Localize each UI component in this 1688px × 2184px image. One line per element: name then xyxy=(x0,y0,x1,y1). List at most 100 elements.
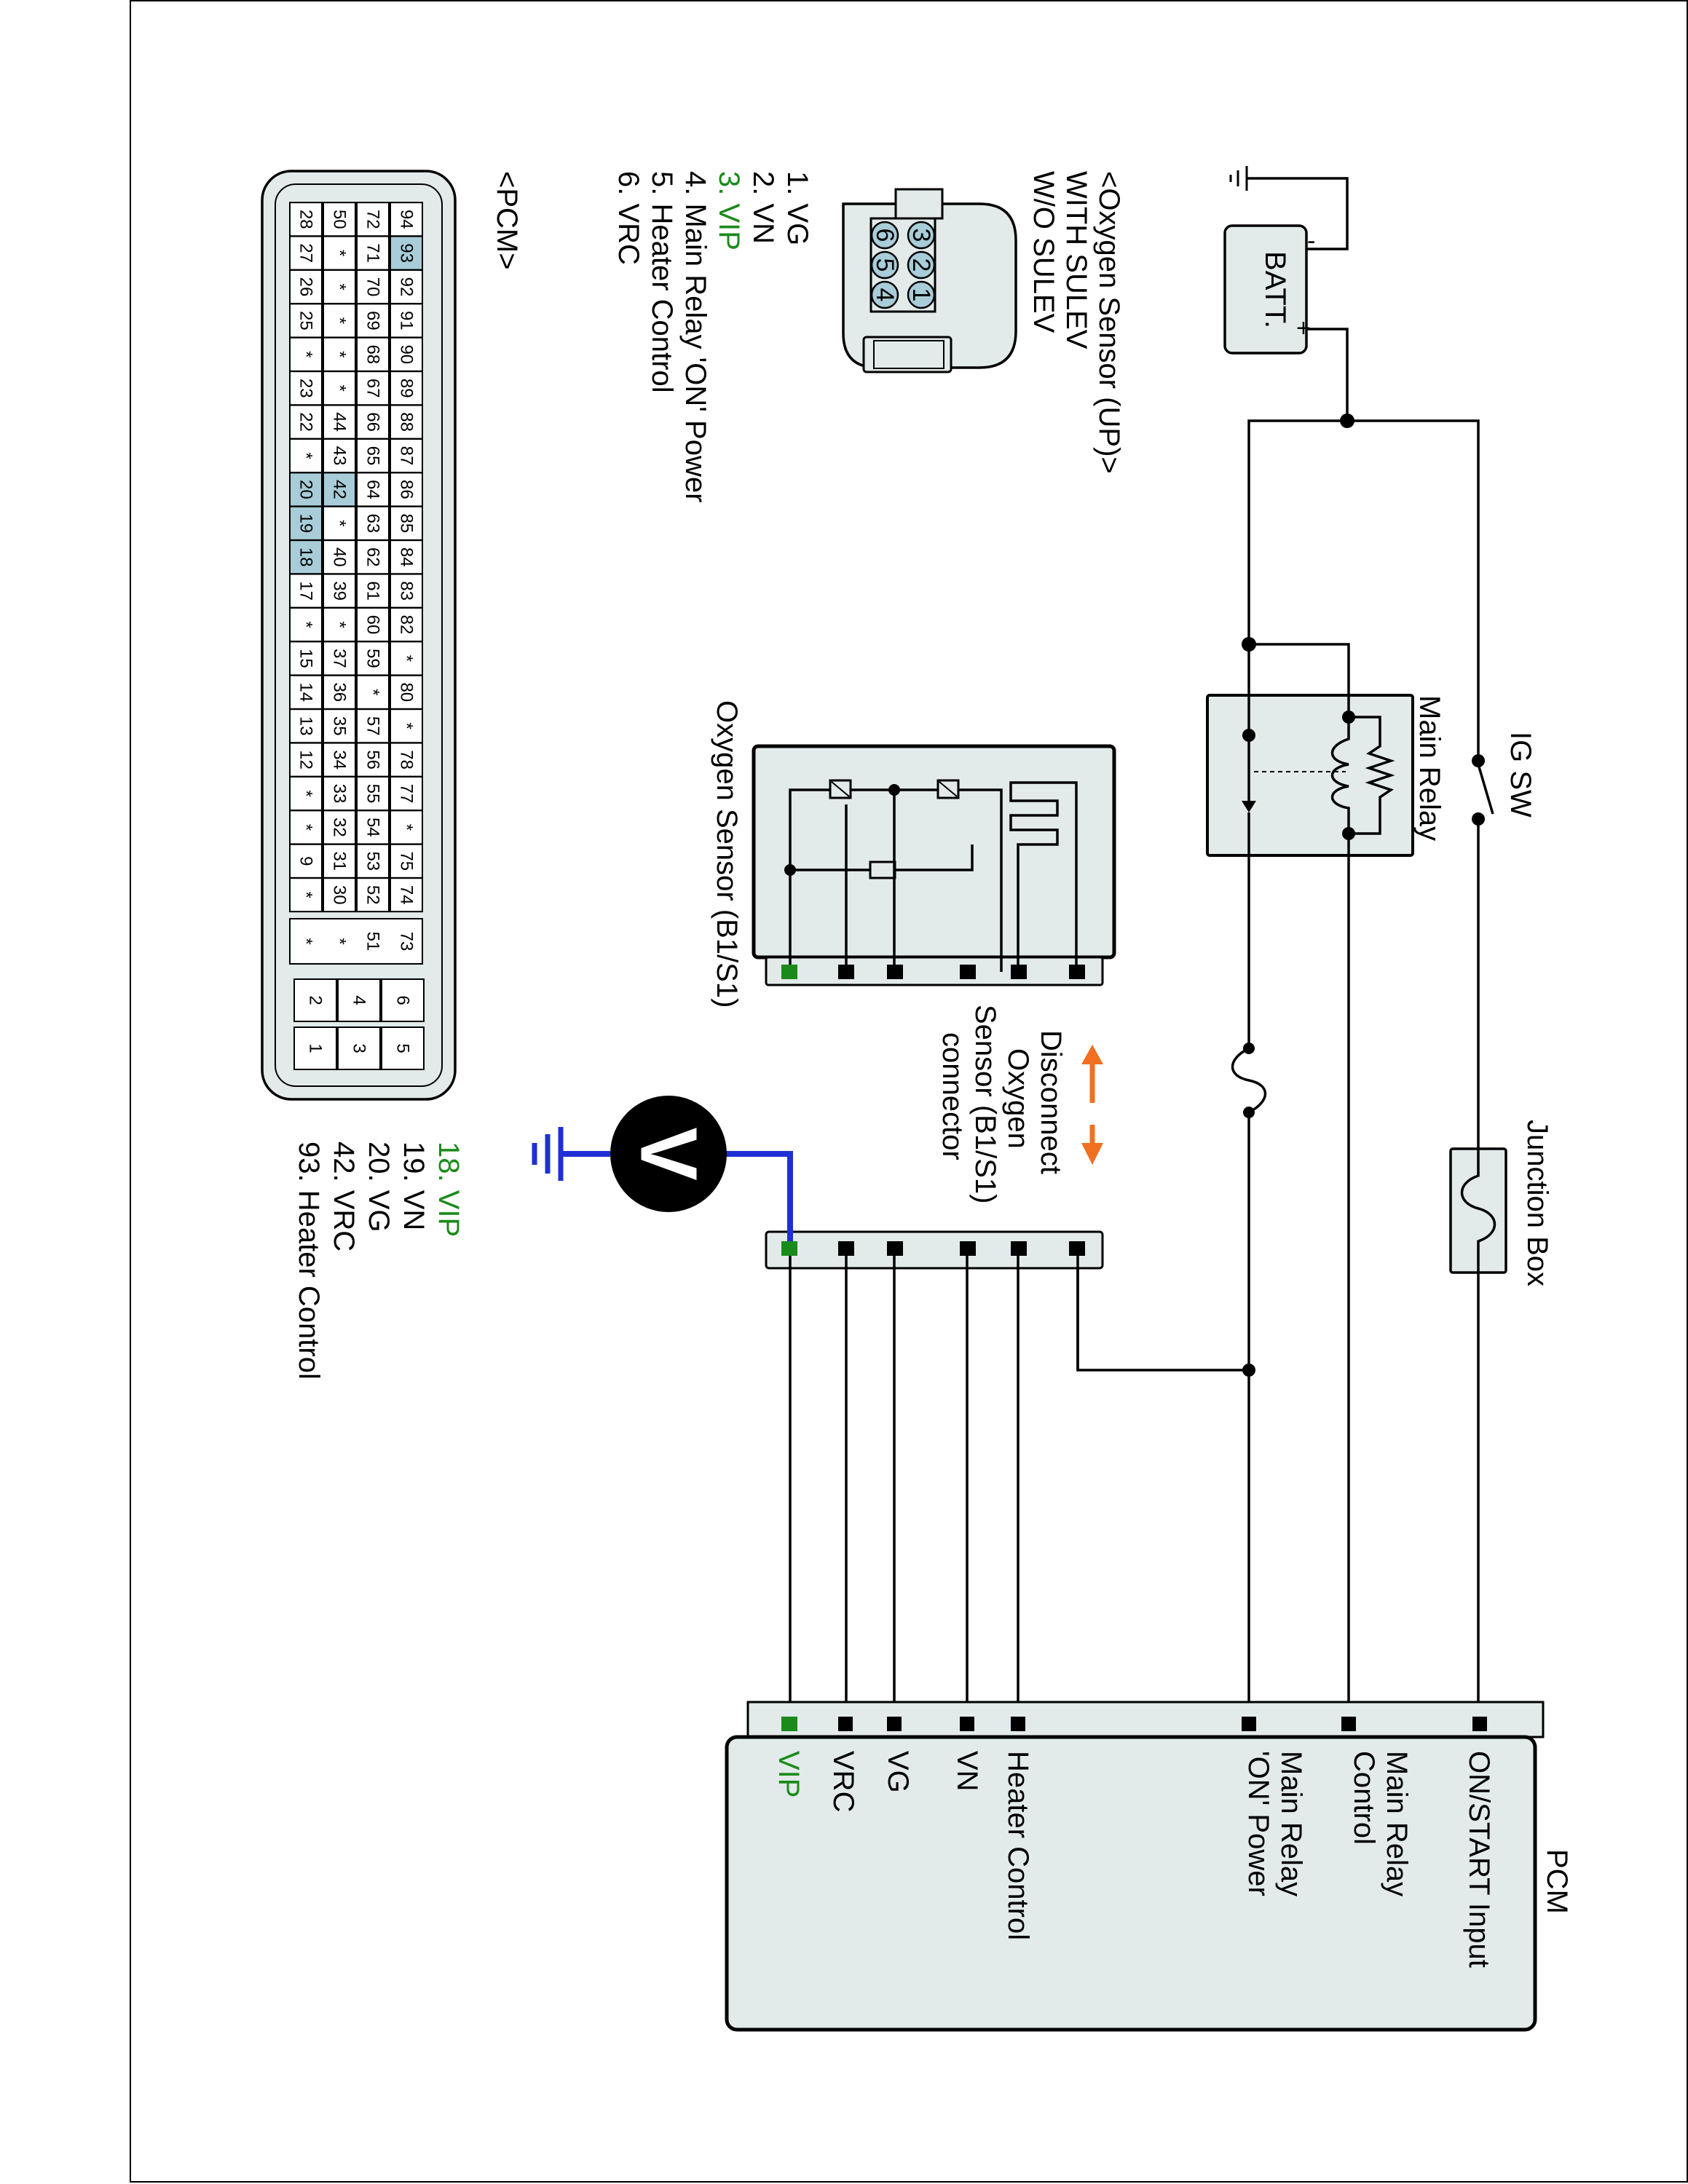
main-relay-text: Main Relay xyxy=(1413,695,1446,841)
disconnect-arrow xyxy=(1081,1045,1103,1165)
pcm-pin-cell: 88 xyxy=(397,412,417,432)
pcm-pin-cell: 27 xyxy=(296,243,316,263)
pcm-pin-cell: 78 xyxy=(397,750,417,769)
pcm-pin-cell: 14 xyxy=(296,682,316,702)
pcm-end-cell: 4 xyxy=(350,995,369,1005)
pcm-pin-cell: 31 xyxy=(330,851,350,871)
svg-text:4: 4 xyxy=(871,288,899,302)
harness-connector xyxy=(765,1230,1104,1270)
pcm-pin-cell: * xyxy=(330,317,350,324)
pcm-pin-cell: 50 xyxy=(330,210,350,229)
svg-text:Sensor (B1/S1): Sensor (B1/S1) xyxy=(969,1005,1001,1203)
svg-text:5: 5 xyxy=(871,258,899,272)
pcm-pin-cell: 84 xyxy=(397,547,417,567)
pcm-pin-cell: 18 xyxy=(296,547,316,567)
pcm-pin-cell: 71 xyxy=(363,243,383,263)
svg-text:W/O SULEV: W/O SULEV xyxy=(1028,171,1060,333)
svg-text:19. VN: 19. VN xyxy=(398,1142,430,1230)
o2-connector-face: 1 2 3 4 5 6 xyxy=(842,188,1017,373)
pcm-pin-cell: 91 xyxy=(397,311,417,331)
pcm-pin-cell: 22 xyxy=(296,412,316,432)
pcm-pin-cell: 86 xyxy=(397,480,417,499)
svg-text:2. VN: 2. VN xyxy=(747,171,779,244)
pcm-pin-cell: 39 xyxy=(330,581,350,601)
pcm-pin-vrc: VRC xyxy=(827,1751,859,1812)
pcm-side-cell: * xyxy=(330,938,350,944)
pcm-pin-on-start-input: ON/START Input xyxy=(1463,1751,1495,1968)
pcm-side-cell: 51 xyxy=(363,932,383,951)
pcm-pin-cell: 20 xyxy=(296,480,316,499)
pcm-pin-cell: 54 xyxy=(363,818,383,837)
svg-text:1. VG: 1. VG xyxy=(781,171,813,245)
svg-text:3: 3 xyxy=(907,229,935,242)
pcm-pin-cell: 33 xyxy=(330,784,350,804)
pcm-pin-cell: 85 xyxy=(397,513,417,533)
battery-box: BATT. - + xyxy=(1223,224,1315,355)
pcm-pin-cell: * xyxy=(330,283,350,290)
pcm-pin-cell: 87 xyxy=(397,446,417,466)
pcm-pin-main-relay-control-2: Control xyxy=(1348,1751,1380,1845)
pcm-pin-cell: * xyxy=(296,824,316,831)
pcm-title-upright: PCM xyxy=(1541,1849,1573,1914)
pcm-pin-cell: 40 xyxy=(330,547,350,567)
o2-connector-pin-list: 1. VG 2. VN 3. VIP 4. Main Relay 'ON' Po… xyxy=(612,171,813,502)
svg-text:connector: connector xyxy=(936,1032,969,1160)
pcm-pin-cell: 42 xyxy=(330,480,350,499)
pcm-pin-cell: 25 xyxy=(296,311,316,331)
svg-text:5. Heater Control: 5. Heater Control xyxy=(646,171,678,393)
pcm-pin-cell: 35 xyxy=(330,716,350,736)
pcm-pin-cell: 93 xyxy=(397,243,417,263)
battery-label-upright: BATT. xyxy=(1259,251,1291,328)
pcm-pin-cell: 43 xyxy=(330,446,350,466)
pcm-side-cell: 73 xyxy=(397,932,417,951)
svg-text:20. VG: 20. VG xyxy=(363,1142,395,1233)
svg-text:<Oxygen Sensor (UP)>: <Oxygen Sensor (UP)> xyxy=(1093,171,1125,474)
pcm-pin-cell: * xyxy=(296,452,316,459)
pcm-end-cell: 6 xyxy=(393,995,413,1005)
pcm-pin-cell: 63 xyxy=(363,513,383,533)
svg-text:2: 2 xyxy=(907,258,935,272)
pcm-pin-vn: VN xyxy=(951,1751,983,1792)
pcm-end-cell: 5 xyxy=(393,1043,413,1053)
pcm-pin-cell: 90 xyxy=(397,344,417,364)
pcm-pin-cell: 60 xyxy=(363,615,383,635)
o2-connector-header: <Oxygen Sensor (UP)> WITH SULEV W/O SULE… xyxy=(1028,171,1125,474)
pcm-pin-main-relay-on-1: Main Relay xyxy=(1275,1751,1307,1896)
pcm-pin-cell: 68 xyxy=(363,344,383,364)
voltmeter-symbol: V xyxy=(532,1096,793,1241)
pcm-pin-cell: 17 xyxy=(296,581,316,601)
svg-text:6: 6 xyxy=(871,229,899,242)
pcm-pin-cell: 36 xyxy=(330,682,350,702)
pcm-pin-cell: 34 xyxy=(330,750,350,769)
pcm-pin-heater-control: Heater Control xyxy=(1002,1751,1034,1940)
pcm-pin-cell: 67 xyxy=(363,379,383,398)
svg-text:Disconnect: Disconnect xyxy=(1035,1030,1067,1174)
main-relay-symbol: Main Relay xyxy=(1206,694,1446,857)
pcm-pin-cell: 92 xyxy=(397,277,417,297)
pcm-pin-cell: 32 xyxy=(330,818,350,837)
pcm-pin-main-relay-on-2: 'ON' Power xyxy=(1242,1751,1274,1896)
pcm-pin-cell: * xyxy=(330,250,350,256)
pcm-pin-cell: 77 xyxy=(397,784,417,804)
pcm-pin-cell: 19 xyxy=(296,513,316,533)
pcm-pin-cell: 83 xyxy=(397,581,417,601)
pcm-pin-cell: 89 xyxy=(397,379,417,398)
svg-text:3. VIP: 3. VIP xyxy=(713,171,745,250)
pcm-pin-cell: 74 xyxy=(397,885,417,905)
pcm-end-cell: 3 xyxy=(350,1043,369,1053)
pcm-pin-cell: * xyxy=(397,655,417,662)
svg-text:Oxygen: Oxygen xyxy=(1002,1048,1034,1149)
pcm-pin-cell: 37 xyxy=(330,649,350,668)
pcm-pin-vg: VG xyxy=(882,1751,914,1793)
pcm-pin-cell: 28 xyxy=(296,210,316,229)
pcm-pin-cell: 15 xyxy=(296,649,316,668)
ig-sw-label: IG SW xyxy=(1504,732,1537,818)
pcm-pin-cell: * xyxy=(296,790,316,796)
pcm-pin-cell: 57 xyxy=(363,716,383,736)
pcm-pin-cell: 65 xyxy=(363,446,383,466)
pcm-pin-cell: 53 xyxy=(363,851,383,871)
pcm-pin-cell: * xyxy=(296,621,316,628)
page-frame xyxy=(130,0,1688,2183)
pcm-side-cell: * xyxy=(296,938,316,944)
